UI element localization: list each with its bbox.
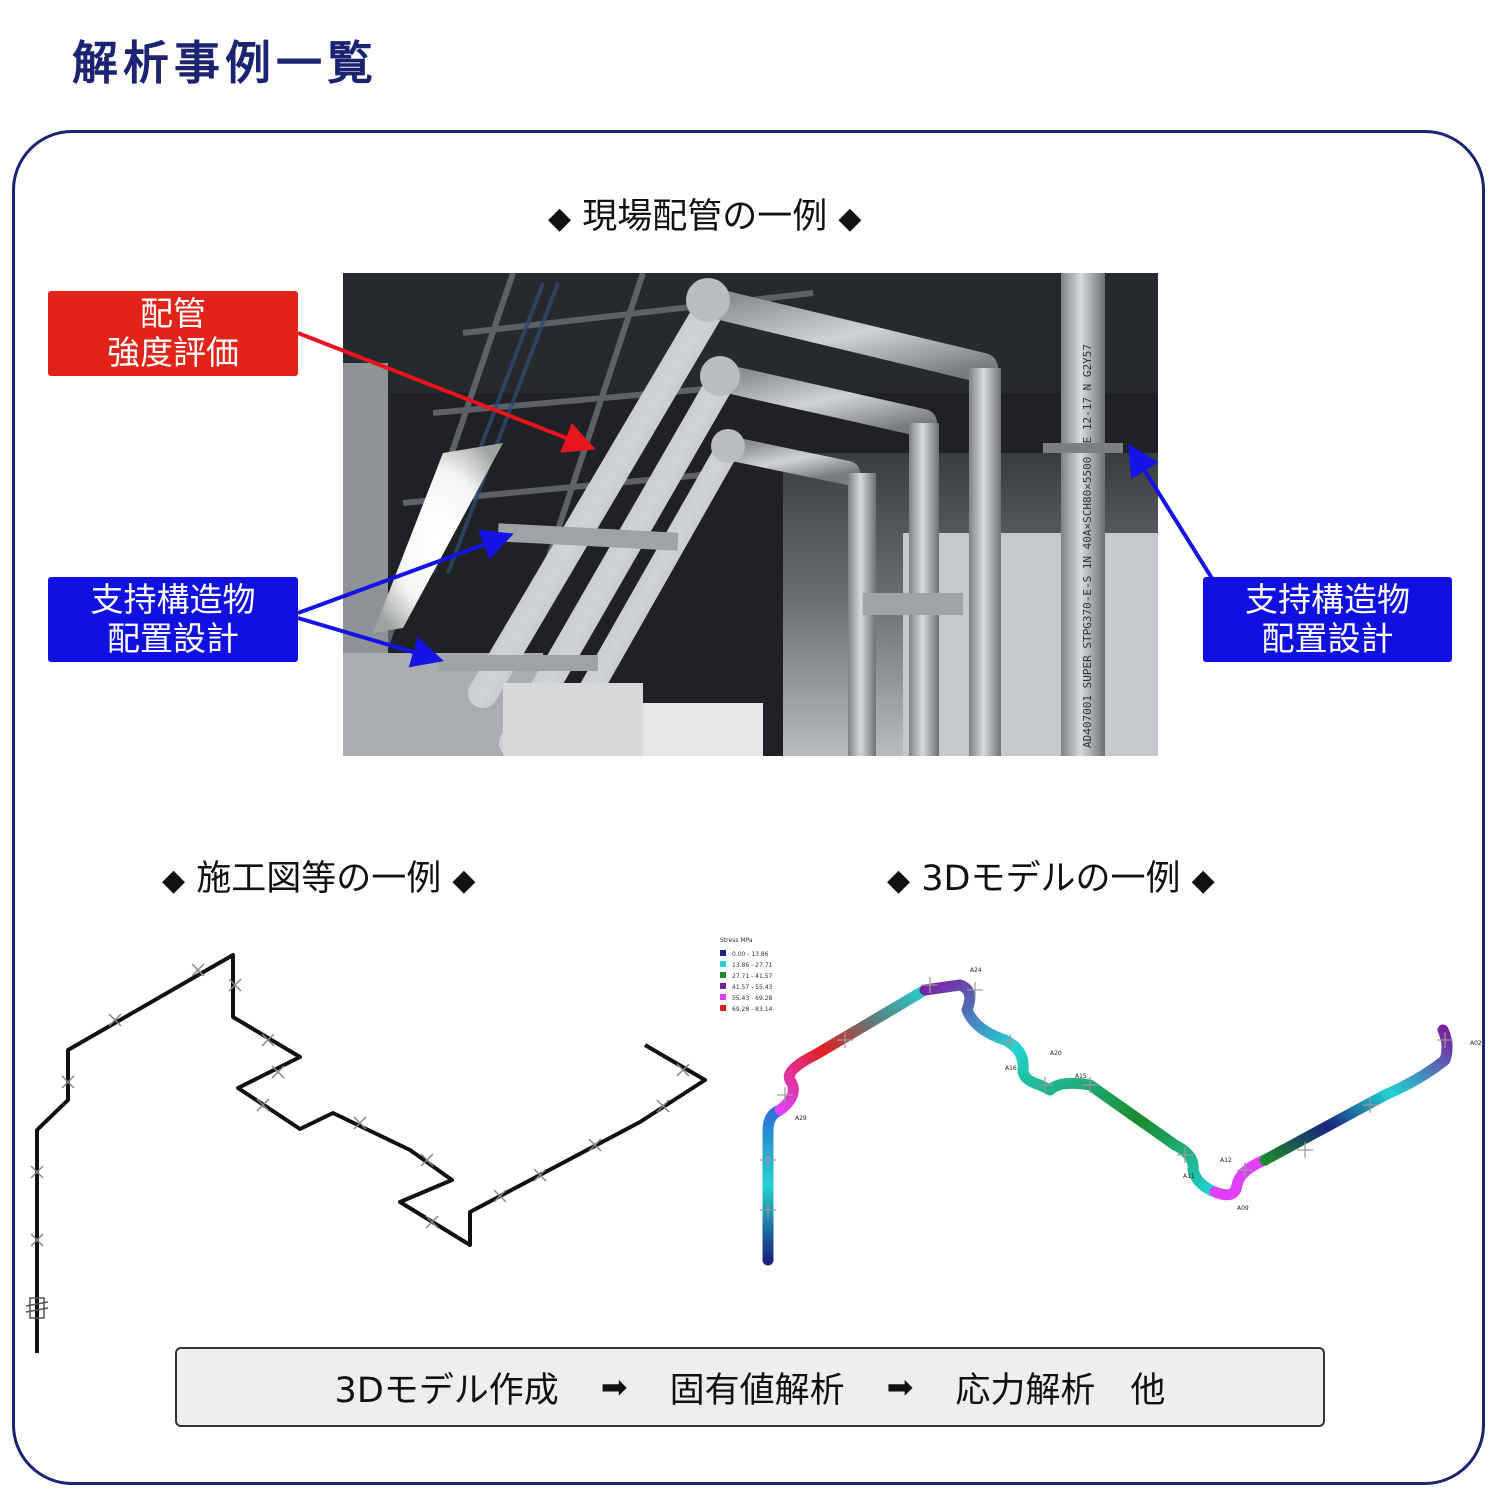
legend-range-label: 55.43 - 69.28 [732, 995, 773, 1002]
model-node-label: A15 [1075, 1073, 1087, 1080]
heading-drawing-text: 施工図等の一例 [196, 859, 442, 899]
model-node-label: A20 [1050, 1050, 1062, 1057]
content-frame [12, 130, 1485, 1485]
arrow-support-left-lower [297, 616, 444, 668]
label-support-right-line2: 配置設計 [1261, 619, 1394, 658]
valve-symbol [25, 1297, 49, 1319]
flow-step-3d-model: 3Dモデル作成 [334, 1370, 559, 1411]
label-support-left-line1: 支持構造物 [90, 580, 256, 619]
label-pipe-strength-line2: 強度評価 [107, 333, 239, 372]
right-arrow-icon: ➡ [886, 1368, 914, 1406]
page-title: 解析事例一覧 [72, 36, 378, 90]
stress-model-3d: Stress MPa 0.00 - 13.86 13.86 - 27.71 27.7… [720, 937, 1482, 1266]
flow-step-stress: 応力解析 他 [955, 1370, 1166, 1411]
legend-title: Stress MPa [720, 937, 753, 944]
label-support-left-line2: 配置設計 [107, 619, 239, 658]
diamond-icon: ◆ [887, 863, 911, 898]
diamond-icon: ◆ [838, 201, 862, 236]
pipe-segment-valley [1209, 1154, 1271, 1201]
legend-range-label: 0.00 - 13.86 [732, 951, 769, 958]
legend-swatch [720, 961, 726, 967]
heading-site-text: 現場配管の一例 [582, 197, 828, 237]
pipe-route-line [35, 953, 707, 1353]
model-node-label: A12 [1220, 1157, 1232, 1164]
model-node-label: A11 [1183, 1173, 1195, 1180]
pipe-segment-return [1259, 1024, 1453, 1166]
legend-swatch [720, 983, 726, 989]
flow-step-eigenvalue: 固有値解析 [669, 1370, 845, 1411]
legend-range-label: 41.57 - 55.43 [732, 984, 773, 991]
legend-swatch [720, 950, 726, 956]
heading-site-piping: ◆ 現場配管の一例 ◆ [548, 196, 861, 238]
legend-range-label: 13.86 - 27.71 [732, 962, 773, 969]
legend: Stress MPa 0.00 - 13.86 13.86 - 27.71 27.7… [720, 937, 773, 1013]
heading-3d-model: ◆ 3Dモデルの一例 ◆ [887, 858, 1215, 900]
diamond-icon: ◆ [548, 201, 572, 236]
label-support-right-line1: 支持構造物 [1245, 580, 1410, 619]
site-piping-photo: AD407001 SUPER STPG370-E-S 1N 40A×SCH80×… [343, 273, 1158, 756]
model-node-label: A16 [1005, 1065, 1017, 1072]
pipe-segment-peak [919, 979, 1221, 1198]
diamond-icon: ◆ [452, 863, 476, 898]
label-support-left: 支持構造物 配置設計 [48, 577, 298, 662]
label-pipe-strength-line1: 配管 [140, 294, 206, 333]
model-node-label: A02 [1470, 1040, 1482, 1047]
diamond-icon: ◆ [1191, 863, 1215, 898]
arrow-support-left-upper [297, 529, 514, 615]
model-node-label: A09 [1237, 1205, 1249, 1212]
legend-range-label: 27.71 - 41.57 [732, 973, 773, 980]
legend-swatch [720, 1005, 726, 1011]
legend-range-label: 69.28 - 83.14 [732, 1006, 773, 1013]
diamond-icon: ◆ [162, 863, 186, 898]
isometric-drawing [25, 953, 707, 1353]
support-markers [30, 963, 690, 1247]
pipe-segment-rise [774, 984, 931, 1116]
model-node-label: A29 [795, 1115, 807, 1122]
model-node-label: A24 [970, 967, 982, 974]
right-arrow-icon: ➡ [600, 1368, 628, 1406]
process-flow-bar: 3Dモデル作成 ➡ 固有値解析 ➡ 応力解析 他 [175, 1347, 1325, 1427]
arrow-support-right [1127, 443, 1215, 582]
arrow-pipe-strength [297, 331, 596, 453]
heading-3d-model-text: 3Dモデルの一例 [921, 859, 1181, 899]
legend-swatch [720, 994, 726, 1000]
heading-drawing: ◆ 施工図等の一例 ◆ [162, 858, 475, 900]
label-pipe-strength: 配管 強度評価 [48, 291, 298, 376]
model-supports [760, 977, 1453, 1218]
label-support-right: 支持構造物 配置設計 [1203, 577, 1452, 662]
pipe-segment-vertical [762, 1104, 786, 1266]
legend-swatch [720, 972, 726, 978]
